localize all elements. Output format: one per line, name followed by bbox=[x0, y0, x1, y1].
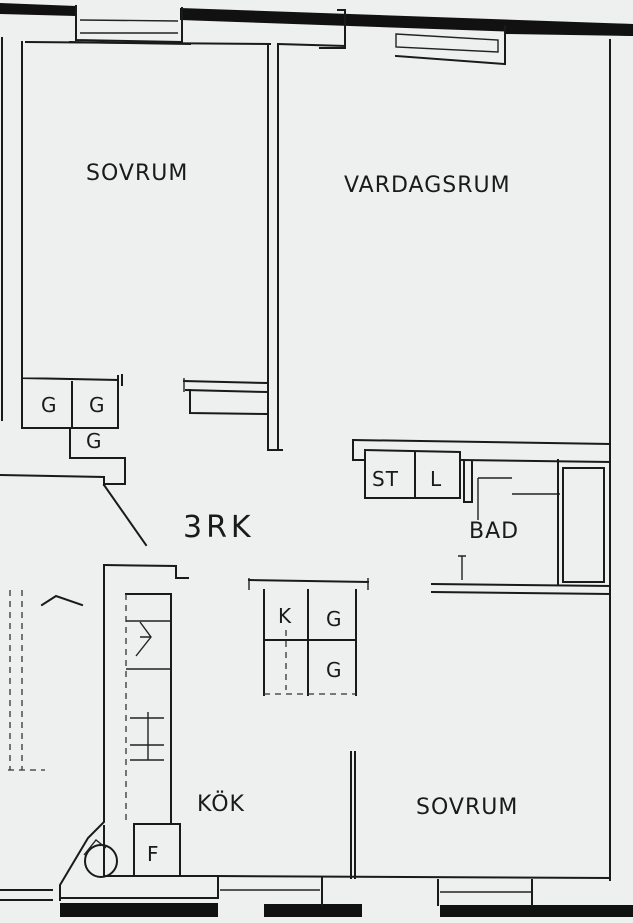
closet-label-3: G bbox=[86, 429, 103, 453]
wardrobe-unit bbox=[182, 378, 268, 416]
kitchen-cabinet-g2: G bbox=[326, 658, 343, 682]
window-top-left bbox=[68, 5, 192, 46]
linen-label: L bbox=[430, 467, 442, 491]
bathroom-walls bbox=[351, 39, 612, 881]
exterior-walls bbox=[0, 3, 633, 917]
kitchen-counter bbox=[59, 563, 216, 901]
room-label-bedroom-bottom: SOVRUM bbox=[416, 795, 518, 820]
room-label-bedroom-top: SOVRUM bbox=[86, 161, 188, 186]
bedroom-top-walls bbox=[1, 37, 347, 451]
fridge-label: F bbox=[147, 842, 160, 866]
apartment-type-label: 3RK bbox=[183, 510, 255, 545]
kitchen-cabinet-k: K bbox=[278, 604, 292, 628]
closet-label-2: G bbox=[89, 393, 106, 417]
storage-label: ST bbox=[372, 467, 399, 491]
room-label-kitchen: KÖK bbox=[197, 791, 245, 817]
hall-walls bbox=[0, 473, 148, 771]
closet-label-1: G bbox=[41, 393, 58, 417]
bottom-walls bbox=[0, 751, 612, 906]
room-label-living-room: VARDAGSRUM bbox=[344, 173, 511, 198]
kitchen-cabinets bbox=[247, 578, 370, 696]
window-top-right bbox=[319, 9, 507, 66]
room-label-bathroom: BAD bbox=[469, 519, 519, 544]
kitchen-cabinet-g1: G bbox=[326, 607, 343, 631]
closets bbox=[20, 374, 126, 485]
